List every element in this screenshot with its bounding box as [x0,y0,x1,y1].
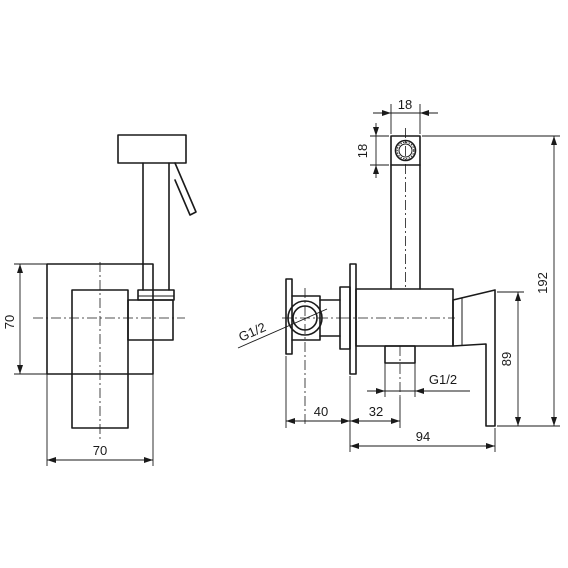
dim-body-depth-label: 94 [416,429,430,444]
dim-left-width: 70 [46,374,154,466]
dim-body-offset-label: 32 [369,404,383,419]
side-inlet-plate [285,278,293,355]
front-spray-head [117,134,187,164]
dim-total-height: 192 [422,135,560,427]
callout-inlet-thread: G1/2 [236,308,328,349]
front-connector [127,299,174,341]
side-spray-nozzle-ring [396,141,415,160]
dim-spray-width-label: 18 [398,97,412,112]
side-view: 18 18 192 89 [236,97,560,452]
side-inlet-collar [319,299,341,337]
callout-inlet-thread-label: G1/2 [236,319,268,344]
dim-spray-height-label: 18 [355,144,370,158]
front-view: 70 70 [2,134,197,466]
dim-inlet-depth: 40 [285,356,351,452]
side-wall-flange [349,263,357,375]
dim-left-width-label: 70 [93,443,107,458]
side-spray-nozzle-inner [398,143,413,158]
dim-spray-width: 18 [373,97,438,134]
dim-inlet-depth-label: 40 [314,404,328,419]
callout-outlet-thread: G1/2 [367,363,470,397]
dim-body-height-label: 89 [499,352,514,366]
dim-spray-height: 18 [355,123,389,178]
front-bracket-collar [137,289,175,301]
side-main-body [355,288,454,347]
dim-body-height: 89 [497,291,524,426]
dim-body-depth: 94 [350,428,496,452]
side-lever-handle [452,289,496,427]
dim-body-offset: 32 [350,397,401,428]
front-spray-trigger [174,162,197,216]
dim-left-height-label: 70 [2,315,17,329]
callout-outlet-thread-label: G1/2 [429,372,457,387]
dim-total-height-label: 192 [535,272,550,294]
dim-left-height: 70 [2,263,47,375]
